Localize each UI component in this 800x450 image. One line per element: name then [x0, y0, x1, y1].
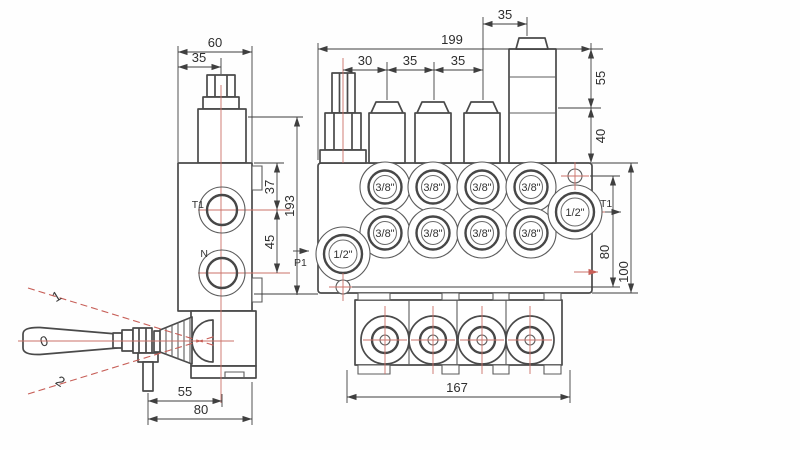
- lever-position-2-label: 2: [53, 372, 68, 390]
- port-a3: 3/8": [464, 169, 500, 205]
- port-t1-out-inner: [560, 197, 590, 227]
- port-t1-outlet: 1/2": [554, 191, 596, 233]
- front-view: 3/8" 3/8" 3/8" 3/8" 3/8": [293, 7, 638, 403]
- dim-193: 193: [282, 195, 297, 217]
- dim-37: 37: [262, 180, 277, 194]
- mount-hole-top-crosshair: [561, 162, 589, 190]
- section-cap-3: [463, 101, 501, 164]
- side-base-plate: [190, 365, 257, 379]
- riser-top-cap: [515, 37, 549, 50]
- drain-stem: [142, 361, 154, 392]
- spool-block: [354, 292, 563, 375]
- port-b3: 3/8": [464, 215, 500, 251]
- port-a1-size: 3/8": [375, 182, 394, 194]
- spool-crosshairs: [363, 306, 552, 374]
- dim-30: 30: [358, 53, 372, 68]
- port-t1-boss: [198, 186, 246, 234]
- dim-55f: 55: [593, 71, 608, 85]
- dim-100: 100: [616, 261, 631, 283]
- port-a4-size: 3/8": [521, 182, 540, 194]
- port-b2-size: 3/8": [423, 228, 442, 240]
- port-b2: 3/8": [415, 215, 451, 251]
- lower-block-dividers: [408, 300, 507, 365]
- lever-position-1-label: 1: [49, 287, 64, 305]
- port-t1-size: 1/2": [565, 207, 584, 219]
- mounting-holes: [329, 162, 589, 301]
- dim-60: 60: [208, 35, 222, 50]
- dim-40: 40: [593, 129, 608, 143]
- relief-adjuster-hex: [331, 72, 356, 114]
- port-n-boss: [198, 249, 246, 297]
- section-caps: [368, 101, 501, 164]
- section-cap-2: [414, 101, 452, 164]
- port-face: 3/8" 3/8" 3/8" 3/8" 3/8": [315, 161, 603, 282]
- dim-45: 45: [262, 235, 277, 249]
- port-p1-size: 1/2": [333, 249, 352, 261]
- port-b1-inner: [373, 221, 397, 245]
- lever-clevis-1: [112, 332, 123, 349]
- riser-block-lines: [509, 76, 556, 114]
- outlet-riser-block: [508, 37, 557, 164]
- port-a1: 3/8": [367, 169, 403, 205]
- port-a3-inner: [470, 175, 494, 199]
- port-p1-inlet: 1/2": [322, 233, 364, 275]
- port-b4-size: 3/8": [521, 228, 540, 240]
- port-b3-size: 3/8": [472, 228, 491, 240]
- port-t1-ring: [205, 193, 239, 227]
- side-view: 0 1 2 T1 N 60: [18, 35, 318, 425]
- port-a1-inner: [373, 175, 397, 199]
- dim-80: 80: [194, 402, 208, 417]
- port-b3-inner: [470, 221, 494, 245]
- flow-labels: P1 T1: [293, 198, 621, 269]
- port-b4: 3/8": [513, 215, 549, 251]
- dim-167: 167: [446, 380, 468, 395]
- dim-35c: 35: [498, 7, 512, 22]
- relief-valve-side: [197, 74, 247, 164]
- dim-55: 55: [178, 384, 192, 399]
- port-t1-out-ring: [554, 191, 596, 233]
- port-a4: 3/8": [513, 169, 549, 205]
- port-t1-label: T1: [192, 199, 204, 211]
- side-body-tabs: [251, 165, 263, 303]
- dim-35a: 35: [403, 53, 417, 68]
- port-a4-inner: [519, 175, 543, 199]
- port-p1-inner: [328, 239, 358, 269]
- port-a3-size: 3/8": [472, 182, 491, 194]
- riser-block: [508, 48, 557, 164]
- port-a2: 3/8": [415, 169, 451, 205]
- port-a2-inner: [421, 175, 445, 199]
- dim-35b: 35: [451, 53, 465, 68]
- lever-clevis-2: [121, 329, 134, 352]
- port-a2-size: 3/8": [423, 182, 442, 194]
- front-extension-lines: [317, 17, 638, 403]
- relief-cylinder: [197, 108, 247, 164]
- section-cap-1: [368, 101, 406, 164]
- block-connectors: [357, 292, 562, 301]
- port-t1-side: T1: [192, 186, 246, 234]
- block-feet: [357, 364, 562, 375]
- port-n-ring: [205, 256, 239, 290]
- port-n-side: N: [198, 248, 246, 297]
- lever-joint-hex: [132, 327, 153, 354]
- side-base-notch: [224, 371, 245, 378]
- control-lever: 0: [22, 316, 214, 392]
- dim-199: 199: [441, 32, 463, 47]
- outlet-t1-label: T1: [600, 198, 612, 210]
- dimensions-front: 199 30 35 35 35 55 40 80 100 167: [317, 7, 638, 403]
- port-n-label: N: [200, 248, 208, 260]
- dimensions-side: 60 35 37 45 193 55 80: [147, 35, 318, 425]
- side-extension-lines: [147, 46, 318, 425]
- port-b4-inner: [519, 221, 543, 245]
- port-b1: 3/8": [367, 215, 403, 251]
- dim-35: 35: [192, 50, 206, 65]
- port-b1-size: 3/8": [375, 228, 394, 240]
- side-body: [177, 162, 253, 312]
- inlet-p1-label: P1: [294, 257, 307, 269]
- dim-80f: 80: [597, 245, 612, 259]
- port-b2-inner: [421, 221, 445, 245]
- lever-bellows: [153, 316, 193, 365]
